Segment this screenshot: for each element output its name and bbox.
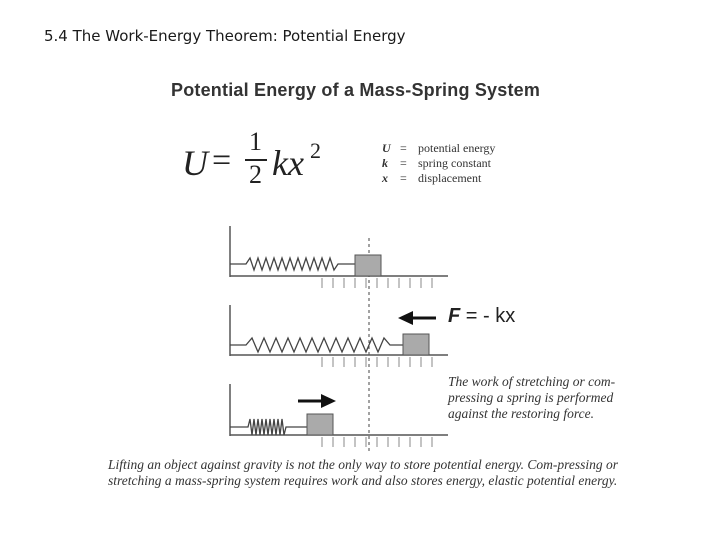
formula-denominator: 2 <box>249 160 262 189</box>
restoring-force-label: F = - kx <box>448 305 515 328</box>
formula-exponent: 2 <box>310 138 321 163</box>
formula-fraction-bar <box>245 159 267 161</box>
legend-row-k: k = spring constant <box>382 156 495 171</box>
spring <box>230 418 307 436</box>
panel-stretched <box>229 305 448 367</box>
figure-caption: Lifting an object against gravity is not… <box>108 457 618 488</box>
floor-ticks <box>321 437 433 447</box>
floor-ticks <box>321 357 433 367</box>
formula-lhs: U <box>182 143 208 183</box>
legend-equals: = <box>400 171 407 185</box>
arrow-head <box>321 394 336 408</box>
legend-meaning: potential energy <box>418 141 496 155</box>
side-note: The work of stretching or com-pressing a… <box>448 374 616 421</box>
force-symbol: F <box>448 305 461 327</box>
legend-row-u: U = potential energy <box>382 141 495 156</box>
panel-compressed <box>229 384 448 447</box>
mass-block <box>306 413 334 436</box>
legend-symbol: U <box>382 141 391 155</box>
formula-equals: = <box>212 142 232 179</box>
legend-row-x: x = displacement <box>382 171 495 186</box>
spring <box>230 336 403 354</box>
legend-meaning: displacement <box>418 171 482 185</box>
force-expression: = - kx <box>460 305 516 327</box>
slide-title: 5.4 The Work-Energy Theorem: Potential E… <box>44 27 406 45</box>
figure-title: Potential Energy of a Mass-Spring System <box>171 80 541 100</box>
legend-equals: = <box>400 156 407 170</box>
mass-block <box>402 333 430 356</box>
legend-symbol: x <box>382 171 388 185</box>
mass-block <box>354 254 382 277</box>
symbol-legend: U = potential energy k = spring constant… <box>382 141 495 186</box>
formula-rhs: kx <box>272 143 304 183</box>
legend-meaning: spring constant <box>418 156 491 170</box>
legend-equals: = <box>400 141 407 155</box>
legend-symbol: k <box>382 156 388 170</box>
spring <box>230 255 355 273</box>
panel-equilibrium <box>229 226 448 288</box>
arrow-head <box>398 311 413 325</box>
formula-numerator: 1 <box>249 127 262 156</box>
floor-ticks <box>321 278 433 288</box>
